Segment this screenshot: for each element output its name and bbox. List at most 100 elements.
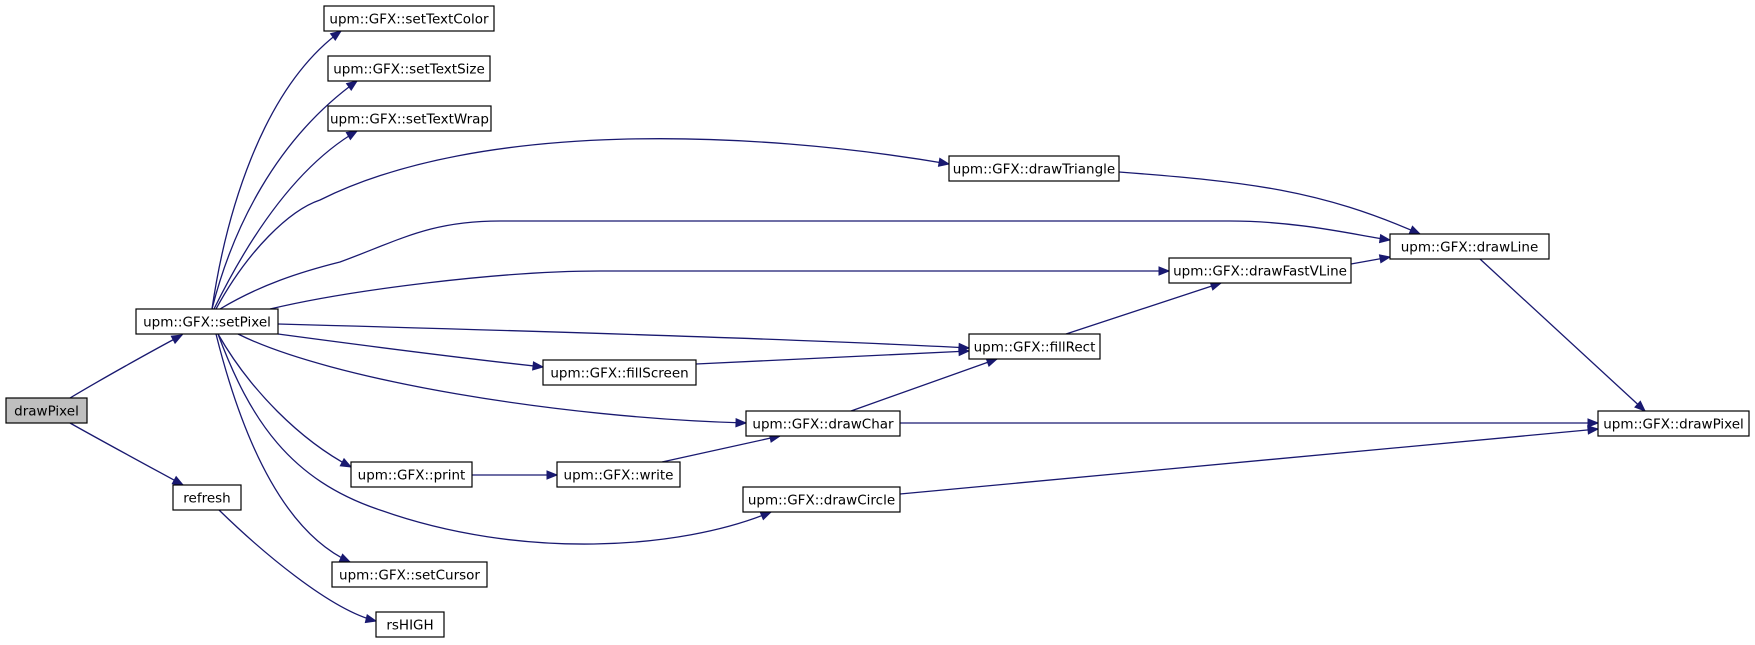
arrowhead-fillScreen-to-fillRect bbox=[958, 346, 971, 357]
arrowhead-setPixel-to-fillScreen bbox=[532, 361, 545, 371]
edge-drawChar-to-fillRect bbox=[850, 358, 998, 412]
node-box bbox=[1389, 233, 1550, 260]
node-label: upm::GFX::setTextSize bbox=[333, 62, 485, 78]
arrowhead-setPixel-to-drawChar bbox=[735, 417, 748, 428]
edge-setPixel-to-drawLine bbox=[219, 220, 1391, 310]
node-label: drawPixel bbox=[14, 404, 79, 420]
edge-fillScreen-to-fillRect bbox=[695, 350, 970, 365]
node-box bbox=[327, 55, 491, 82]
node-box bbox=[331, 561, 488, 588]
node-setTextWrap[interactable]: upm::GFX::setTextWrap bbox=[327, 105, 492, 132]
node-label: upm::GFX::drawFastVLine bbox=[1173, 264, 1347, 280]
edge-fillRect-to-drawFastVLine bbox=[1065, 282, 1222, 335]
node-label: upm::GFX::drawTriangle bbox=[953, 162, 1115, 178]
arrowhead-setPixel-to-drawTriangle bbox=[937, 157, 951, 167]
node-label: upm::GFX::setTextColor bbox=[329, 12, 489, 28]
node-fillScreen[interactable]: upm::GFX::fillScreen bbox=[542, 359, 697, 386]
arrowhead-print-to-write bbox=[546, 470, 559, 480]
node-box bbox=[542, 359, 697, 386]
node-label: upm::GFX::print bbox=[358, 468, 466, 484]
node-box bbox=[135, 308, 279, 335]
edge-setPixel-to-fillScreen bbox=[277, 333, 544, 368]
edge-setPixel-to-drawFastVLine bbox=[269, 270, 1169, 310]
edge-setPixel-to-setTextWrap bbox=[213, 130, 358, 310]
arrowhead-setPixel-to-print bbox=[339, 457, 353, 468]
node-label: upm::GFX::fillScreen bbox=[550, 366, 688, 382]
edge-setPixel-to-setCursor bbox=[215, 333, 351, 563]
edge-refresh-to-rsHIGH bbox=[218, 509, 377, 622]
edge-drawLine-to-drawPixel_gfx bbox=[1479, 258, 1646, 412]
node-label: upm::GFX::drawCircle bbox=[748, 493, 895, 509]
node-label: upm::GFX::setCursor bbox=[339, 568, 480, 584]
arrowhead-drawLine-to-drawPixel_gfx bbox=[1634, 400, 1646, 412]
node-box bbox=[350, 461, 473, 488]
node-fillRect[interactable]: upm::GFX::fillRect bbox=[968, 333, 1101, 360]
arrowhead-setPixel-to-drawLine bbox=[1378, 233, 1392, 244]
node-write[interactable]: upm::GFX::write bbox=[556, 461, 681, 488]
node-setCursor[interactable]: upm::GFX::setCursor bbox=[331, 561, 488, 588]
node-drawPixel_root[interactable]: drawPixel bbox=[5, 397, 88, 424]
edge-setPixel-to-fillRect bbox=[277, 323, 970, 349]
arrowhead-drawPixel_root-to-setPixel bbox=[170, 334, 184, 345]
arrowhead-setPixel-to-drawCircle bbox=[759, 511, 773, 521]
node-box bbox=[968, 333, 1101, 360]
node-label: upm::GFX::setPixel bbox=[143, 315, 271, 331]
node-setTextSize[interactable]: upm::GFX::setTextSize bbox=[327, 55, 491, 82]
node-label: upm::GFX::fillRect bbox=[974, 340, 1096, 356]
node-box bbox=[323, 5, 495, 32]
node-box bbox=[556, 461, 681, 488]
edge-drawTriangle-to-drawLine bbox=[1118, 171, 1421, 235]
edge-setPixel-to-drawChar bbox=[237, 333, 747, 424]
node-box bbox=[375, 611, 445, 638]
node-drawLine[interactable]: upm::GFX::drawLine bbox=[1389, 233, 1550, 260]
node-rsHIGH[interactable]: rsHIGH bbox=[375, 611, 445, 638]
node-setTextColor[interactable]: upm::GFX::setTextColor bbox=[323, 5, 495, 32]
node-drawTriangle[interactable]: upm::GFX::drawTriangle bbox=[948, 155, 1120, 182]
node-drawChar[interactable]: upm::GFX::drawChar bbox=[745, 410, 901, 437]
arrowhead-drawChar-to-fillRect bbox=[985, 358, 999, 367]
arrowhead-drawTriangle-to-drawLine bbox=[1408, 225, 1422, 235]
node-box bbox=[5, 397, 88, 424]
node-label: rsHIGH bbox=[386, 618, 433, 634]
edge-setPixel-to-drawTriangle bbox=[215, 138, 950, 310]
node-box bbox=[948, 155, 1120, 182]
edge-setPixel-to-drawCircle bbox=[217, 333, 772, 545]
node-label: upm::GFX::drawChar bbox=[752, 417, 894, 433]
arrowhead-setPixel-to-drawFastVLine bbox=[1158, 266, 1171, 276]
arrowhead-setPixel-to-setCursor bbox=[338, 553, 352, 563]
edge-drawPixel_root-to-refresh bbox=[69, 422, 184, 486]
arrowhead-setPixel-to-setTextSize bbox=[345, 80, 359, 91]
node-label: upm::GFX::drawLine bbox=[1401, 240, 1539, 256]
node-refresh[interactable]: refresh bbox=[172, 484, 242, 511]
arrowhead-setPixel-to-setTextColor bbox=[329, 30, 343, 42]
node-drawPixel_gfx[interactable]: upm::GFX::drawPixel bbox=[1597, 410, 1750, 437]
node-label: refresh bbox=[183, 491, 230, 507]
edge-setPixel-to-setTextSize bbox=[211, 80, 358, 310]
edge-setPixel-to-setTextColor bbox=[211, 30, 342, 310]
arrowhead-drawFastVLine-to-drawLine bbox=[1378, 254, 1392, 264]
node-setPixel[interactable]: upm::GFX::setPixel bbox=[135, 308, 279, 335]
node-box bbox=[1168, 257, 1352, 284]
node-print[interactable]: upm::GFX::print bbox=[350, 461, 473, 488]
edge-drawPixel_root-to-setPixel bbox=[69, 334, 183, 399]
node-label: upm::GFX::setTextWrap bbox=[330, 112, 489, 128]
arrowhead-setPixel-to-setTextWrap bbox=[345, 130, 359, 141]
node-box bbox=[172, 484, 242, 511]
node-box bbox=[742, 486, 901, 513]
arrowhead-refresh-to-rsHIGH bbox=[364, 613, 378, 624]
node-drawFastVLine[interactable]: upm::GFX::drawFastVLine bbox=[1168, 257, 1352, 284]
arrowhead-drawPixel_root-to-refresh bbox=[171, 475, 185, 486]
edge-drawCircle-to-drawPixel_gfx bbox=[899, 428, 1599, 495]
edge-setPixel-to-print bbox=[217, 333, 352, 468]
edge-write-to-drawChar bbox=[661, 435, 781, 463]
node-layer: drawPixelupm::GFX::setPixelrefreshupm::G… bbox=[5, 5, 1750, 638]
node-box bbox=[745, 410, 901, 437]
arrowhead-drawChar-to-drawPixel_gfx bbox=[1587, 418, 1600, 428]
edge-layer bbox=[69, 30, 1646, 624]
node-box bbox=[327, 105, 492, 132]
node-label: upm::GFX::drawPixel bbox=[1603, 417, 1744, 433]
node-drawCircle[interactable]: upm::GFX::drawCircle bbox=[742, 486, 901, 513]
node-box bbox=[1597, 410, 1750, 437]
arrowhead-drawCircle-to-drawPixel_gfx bbox=[1587, 425, 1600, 435]
